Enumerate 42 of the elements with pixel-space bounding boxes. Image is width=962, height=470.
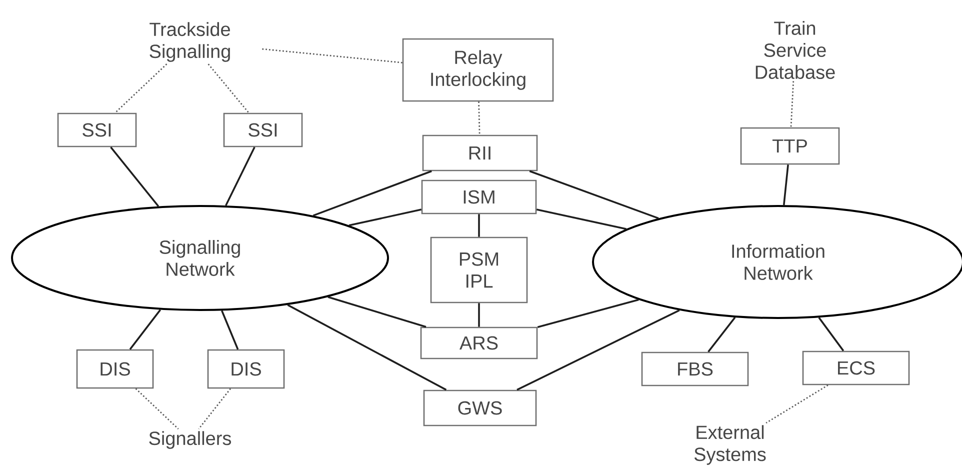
system-box: ECS: [802, 350, 910, 386]
connector-line: [328, 296, 426, 328]
dotted-link: [790, 81, 794, 128]
dotted-link: [766, 384, 828, 424]
dotted-link: [478, 102, 480, 135]
connector-line: [783, 164, 789, 206]
dotted-link: [198, 388, 232, 430]
connector-line: [516, 310, 680, 391]
connector-line: [818, 317, 844, 352]
dotted-link: [208, 64, 250, 114]
system-box: Relay Interlocking: [402, 38, 554, 102]
system-box: DIS: [207, 349, 285, 389]
system-box: ARS: [420, 326, 538, 360]
system-box: SSI: [223, 112, 303, 148]
system-box: FBS: [641, 352, 749, 386]
system-box: GWS: [423, 390, 537, 426]
connector-line: [312, 170, 432, 216]
connector-line: [348, 208, 422, 226]
connector-line: [110, 146, 160, 207]
system-box: SSI: [57, 112, 137, 148]
connector-line: [708, 316, 736, 352]
dotted-link: [114, 64, 168, 114]
system-box: DIS: [76, 349, 154, 389]
system-box: RII: [422, 134, 538, 172]
dotted-link: [262, 48, 402, 64]
connector-line: [129, 309, 162, 350]
connector-line: [225, 146, 256, 206]
connector-line: [529, 170, 659, 220]
group-label: Signallers: [149, 431, 232, 449]
group-label: Trackside Signalling: [150, 22, 230, 62]
connector-line: [537, 298, 639, 328]
connector-line: [478, 214, 480, 237]
group-label: External Systems: [694, 425, 766, 465]
connector-line: [478, 303, 480, 327]
system-box: PSM IPL: [430, 236, 528, 304]
system-box: TTP: [740, 127, 840, 165]
dotted-link: [135, 388, 179, 430]
connector-line: [536, 208, 626, 230]
group-label: Train Service Database: [756, 21, 835, 79]
connector-line: [287, 304, 447, 391]
system-box: ISM: [421, 180, 537, 214]
connector-line: [221, 310, 239, 350]
